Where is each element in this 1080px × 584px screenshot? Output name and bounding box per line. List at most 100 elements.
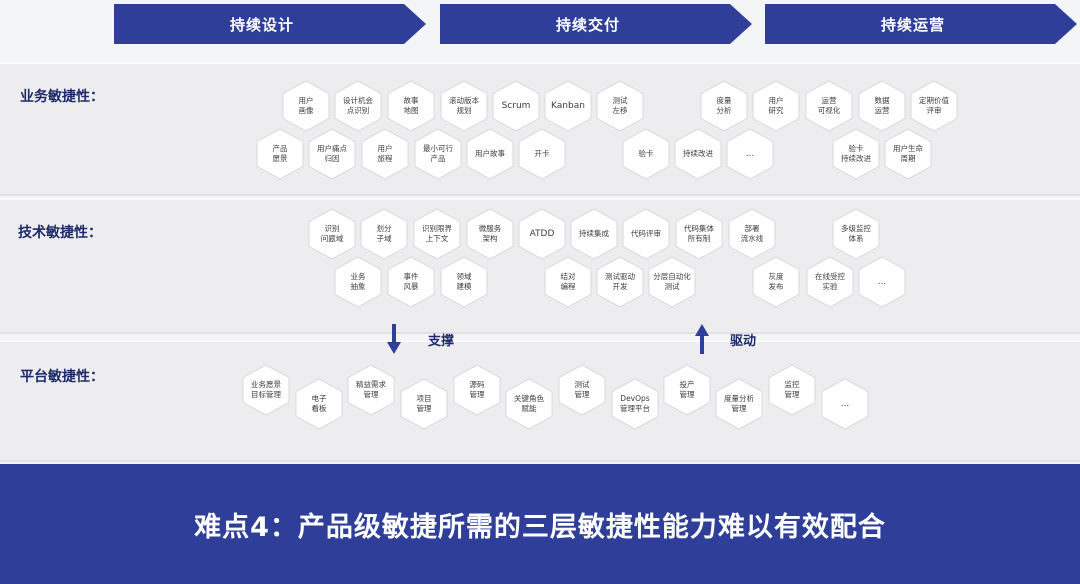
hex-label: ATDD [529, 229, 555, 239]
hex-label: DevOps 管理平台 [620, 394, 650, 413]
hex-label: 关键角色 赋能 [514, 394, 544, 413]
hexagon-shape [360, 208, 408, 260]
hexagon-shape [413, 208, 461, 260]
tech-capability-hex: 部署 流水线 [726, 208, 778, 260]
hex-label: 分层自动化 测试 [653, 272, 691, 291]
hex-label: 验卡 [638, 149, 654, 158]
hexagon-shape [768, 364, 816, 416]
business-capability-hex: 度量 分析 [698, 80, 750, 132]
business-capability-hex: 持续改进 [672, 128, 724, 180]
hex-label: 投产 管理 [679, 380, 695, 399]
hexagon-shape [726, 128, 774, 180]
tech-capability-hex: 结对 编程 [542, 256, 594, 308]
hexagon-shape [492, 80, 540, 132]
hex-label: 持续改进 [683, 149, 713, 158]
hex-label: 多级监控 体系 [841, 224, 871, 243]
hexagon-shape [466, 208, 514, 260]
hex-label: 开卡 [534, 149, 550, 158]
hex-label: 用户生命 周期 [893, 144, 923, 163]
hexagon-shape [622, 128, 670, 180]
hex-label: ... [877, 277, 887, 287]
stage-label: 持续设计 [229, 15, 294, 34]
business-capability-hex: 数据 运营 [856, 80, 908, 132]
platform-capability-hex: 业务愿景 目标管理 [240, 364, 292, 416]
hexagon-shape [256, 128, 304, 180]
business-capability-hex: Scrum [490, 80, 542, 132]
platform-capability-hex: DevOps 管理平台 [609, 378, 661, 430]
hexagon-shape [440, 80, 488, 132]
hexagon-shape [518, 128, 566, 180]
hexagon-shape [361, 128, 409, 180]
hex-label: ... [840, 399, 850, 409]
hexagon-shape [596, 256, 644, 308]
hex-label: 数据 运营 [874, 96, 890, 115]
tech-capability-hex: ATDD [516, 208, 568, 260]
tech-capability-hex: 识别 问题域 [306, 208, 358, 260]
hexagon-shape [821, 378, 869, 430]
hex-label: 灰度 发布 [768, 272, 784, 291]
hex-label: 持续集成 [579, 229, 609, 238]
tech-capability-hex: 测试驱动 开发 [594, 256, 646, 308]
hexagon-shape [805, 80, 853, 132]
hex-label: Scrum [501, 101, 531, 111]
business-capability-hex: 用户 画像 [280, 80, 332, 132]
hex-label: 运营 可视化 [817, 96, 841, 115]
business-capability-hex: 设计机会 点识别 [332, 80, 384, 132]
hex-label: 代码评审 [631, 229, 661, 238]
platform-capability-hex: 监控 管理 [766, 364, 818, 416]
hex-label: 测试驱动 开发 [605, 272, 635, 291]
hexagon-shape [558, 364, 606, 416]
business-capability-hex: 用户 旅程 [359, 128, 411, 180]
hex-label: 源码 管理 [469, 380, 485, 399]
hex-label: 事件 风暴 [403, 272, 419, 291]
stage-arrow-shape [440, 4, 752, 44]
hexagon-shape [663, 364, 711, 416]
hex-label: 微服务 架构 [478, 224, 502, 243]
hexagon-shape [596, 80, 644, 132]
hexagon-shape [832, 128, 880, 180]
tech-capability-hex: 在线受控 实验 [804, 256, 856, 308]
stage-label: 持续运营 [880, 15, 945, 34]
hex-label: 用户 画像 [298, 96, 314, 115]
tech-capability-hex: 业务 抽象 [332, 256, 384, 308]
hex-label: 领域 建模 [456, 272, 472, 291]
hex-label: 项目 管理 [416, 394, 432, 413]
hexagon-shape [752, 80, 800, 132]
tech-capability-hex: 分层自动化 测试 [646, 256, 698, 308]
hexagon-shape [242, 364, 290, 416]
hex-label: Kanban [551, 101, 585, 111]
footer-banner: 难点4：产品级敏捷所需的三层敏捷性能力难以有效配合 [0, 464, 1080, 584]
hexagon-shape [700, 80, 748, 132]
support-label: 支撑 [428, 334, 455, 349]
down-arrow-icon [387, 324, 401, 354]
hexagon-shape [884, 128, 932, 180]
hex-label: 代码集体 所有制 [684, 224, 714, 243]
hex-label: 最小可行 产品 [423, 144, 453, 163]
hexagon-shape [453, 364, 501, 416]
hexagon-shape [648, 256, 696, 308]
tech-capability-hex: ... [856, 256, 908, 308]
footer-text: 难点4：产品级敏捷所需的三层敏捷性能力难以有效配合 [194, 511, 886, 543]
hex-label: 验卡 持续改进 [841, 144, 871, 163]
platform-capability-hex: 关键角色 赋能 [503, 378, 555, 430]
business-capability-hex: 验卡 持续改进 [830, 128, 882, 180]
hex-label: 测试 管理 [574, 380, 590, 399]
hex-label: 度量 分析 [716, 96, 732, 115]
hex-label: 度量分析 管理 [724, 394, 754, 413]
tech-capability-hex: 识别限界 上下文 [411, 208, 463, 260]
hex-label: 电子 看板 [311, 394, 327, 413]
hex-label: 识别限界 上下文 [422, 224, 452, 243]
hexagon-shape [308, 208, 356, 260]
hex-label: 业务 抽象 [350, 272, 366, 291]
platform-capability-hex: 精益需求 管理 [345, 364, 397, 416]
business-capability-hex: 用户生命 周期 [882, 128, 934, 180]
stage-delivery: 持续交付 [440, 0, 754, 52]
tech-capability-hex: 领域 建模 [438, 256, 490, 308]
hexagon-shape [387, 256, 435, 308]
hex-label: 业务愿景 目标管理 [251, 380, 281, 399]
platform-capability-hex: ... [819, 378, 871, 430]
stage-arrow-shape [765, 4, 1077, 44]
hexagon-shape [832, 208, 880, 260]
platform-capability-hex: 电子 看板 [293, 378, 345, 430]
hexagon-shape [858, 256, 906, 308]
